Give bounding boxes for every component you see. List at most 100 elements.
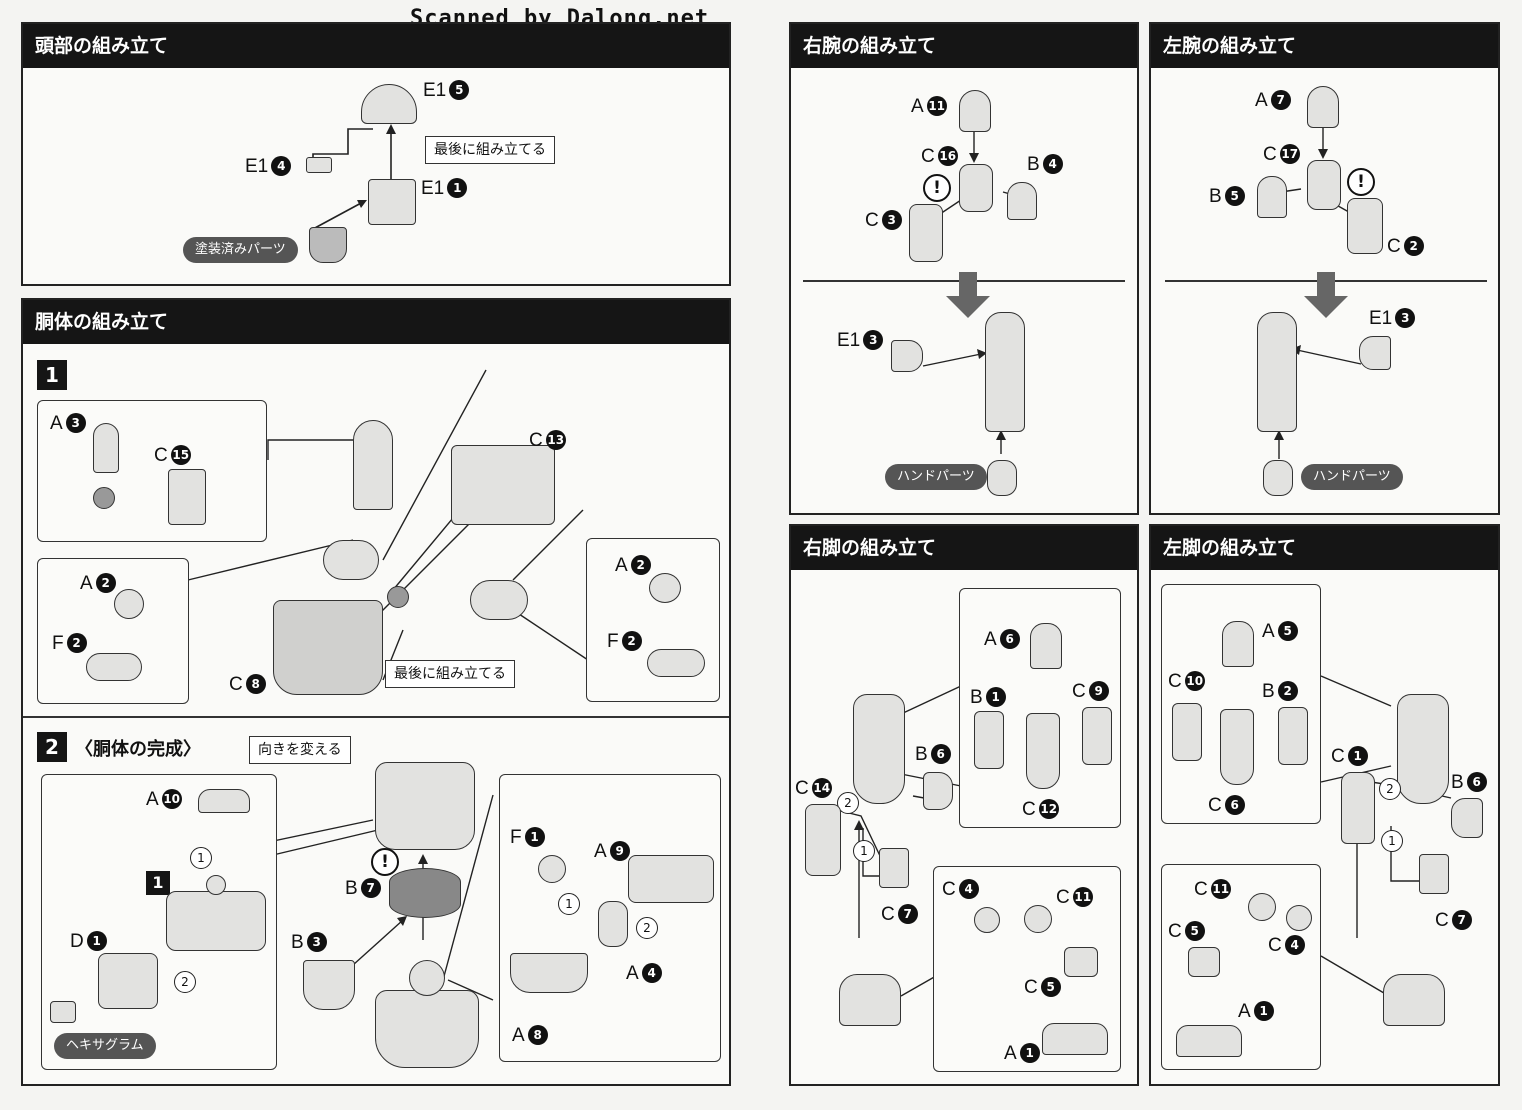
left-arm-assembled [1257, 312, 1297, 432]
down-arrow-left-arm [1304, 272, 1348, 318]
a8-part [510, 953, 588, 993]
c2-part [1347, 198, 1383, 254]
b1-part [974, 711, 1004, 769]
left-thigh-assembled [1397, 694, 1449, 804]
foot-part-left [1176, 1025, 1242, 1057]
a3-part [93, 423, 119, 473]
step-ref-1: 1 [146, 871, 170, 895]
order-2-right-leg: 2 [837, 792, 859, 814]
b6-part-left [1451, 798, 1483, 838]
a10-part [198, 789, 250, 813]
neck-ball [206, 875, 226, 895]
step-2-title: 〈胴体の完成〉 [75, 739, 201, 760]
c7-part-right [879, 848, 909, 888]
order-1-left-leg: 1 [1381, 830, 1403, 852]
hand-part-right [987, 460, 1017, 496]
hand-parts-tag-left: ハンドパーツ [1301, 464, 1403, 490]
warning-icon-right-arm: ! [923, 174, 951, 202]
assemble-last-note: 最後に組み立てる [425, 136, 555, 164]
left-foot-assembled [1383, 974, 1445, 1026]
right-arm-assembled [985, 312, 1025, 432]
elbow-joint-left [323, 540, 379, 580]
right-thigh-assembled [853, 694, 905, 804]
step-2-number: 2 [37, 732, 67, 762]
torso-assembly-title: 胴体の組み立て [23, 300, 729, 344]
e1-3-part-left [1359, 336, 1391, 370]
a2-part-right [649, 573, 681, 603]
assembled-torso-part [375, 762, 475, 850]
c4-part-right [974, 907, 1000, 933]
c16-part [959, 164, 993, 212]
b5-part [1257, 176, 1287, 218]
left-leg-title: 左脚の組み立て [1151, 526, 1498, 570]
hex-nut-part [50, 1001, 76, 1023]
d1-part [98, 953, 158, 1009]
c9-part [1082, 707, 1112, 765]
order-1-right-leg: 1 [853, 840, 875, 862]
marker-ball-2 [387, 586, 409, 608]
order-2-b: 2 [636, 917, 658, 939]
f2-part-left [86, 653, 142, 681]
c10-part [1172, 703, 1202, 761]
order-2-a: 2 [174, 971, 196, 993]
c17-part [1307, 160, 1341, 210]
marker-ball [93, 487, 115, 509]
hip-ball [409, 960, 445, 996]
order-2-left-leg: 2 [1379, 778, 1401, 800]
c4-part-left [1286, 905, 1312, 931]
step-1-number: 1 [37, 360, 67, 390]
down-arrow-right-arm [946, 272, 990, 318]
c5-part-left [1188, 947, 1220, 977]
c11-part-left [1248, 893, 1276, 921]
warning-icon-left-arm: ! [1347, 168, 1375, 196]
hexagram-tag: ヘキサグラム [54, 1033, 156, 1059]
side-clip-part [306, 157, 332, 173]
b6-part-right [923, 772, 953, 810]
